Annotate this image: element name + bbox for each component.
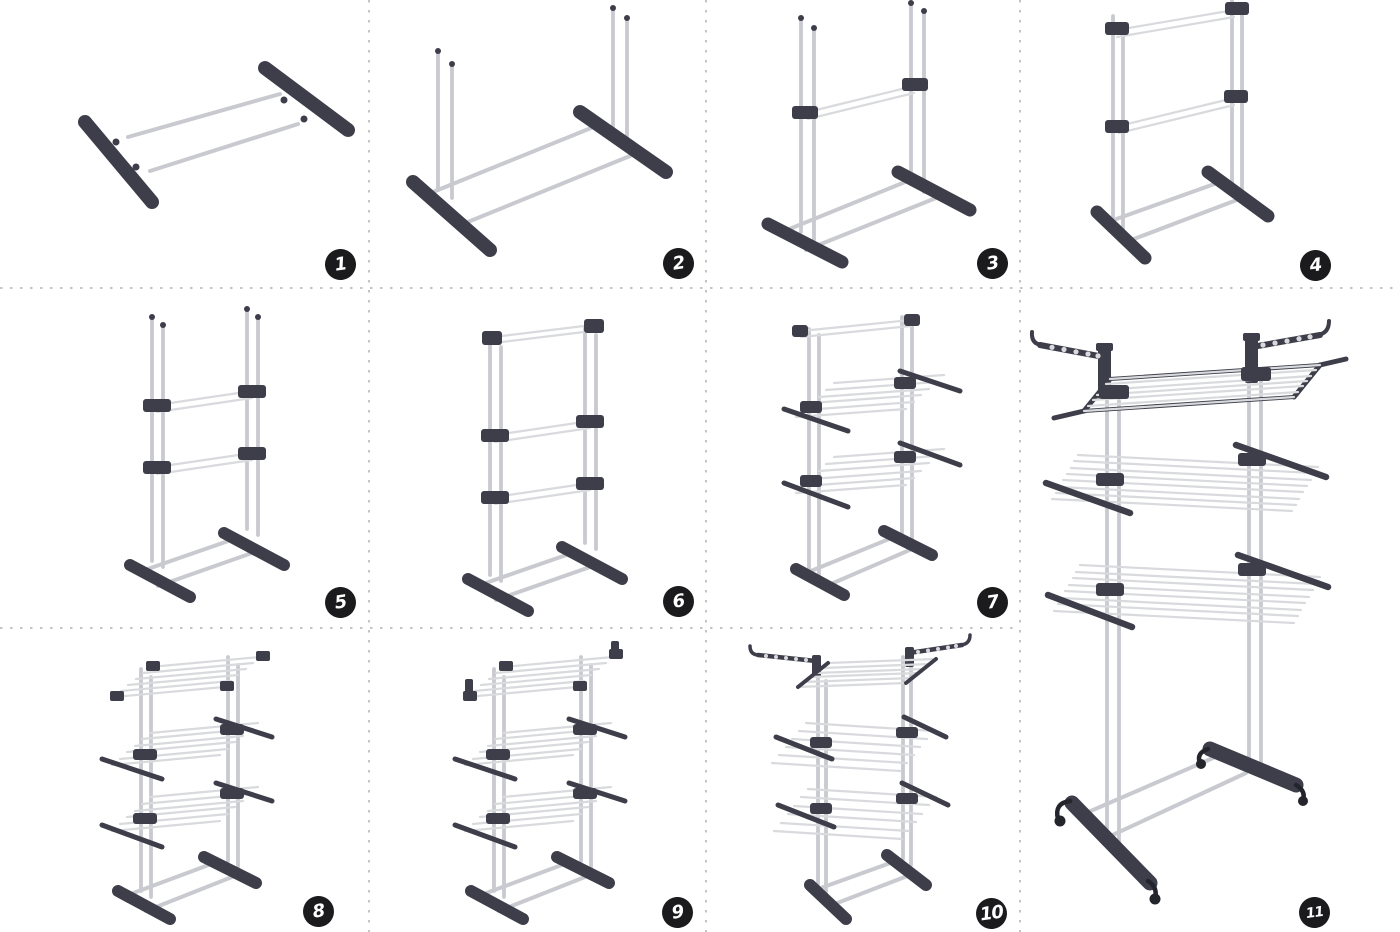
base-crossbars (126, 92, 300, 173)
foot (761, 217, 849, 269)
caster-wheel (1196, 746, 1211, 769)
shelf-rods (99, 780, 275, 850)
step-cell-10: 10 (706, 627, 1020, 932)
base-crossbars (780, 178, 938, 252)
step-cell-8: 8 (0, 627, 368, 932)
foot (556, 541, 628, 585)
mid-connector (1105, 90, 1248, 135)
poles (149, 306, 261, 569)
poles (488, 325, 598, 583)
step-1-illustration (78, 61, 355, 209)
foot (1202, 741, 1304, 793)
step-11-illustration (1029, 319, 1349, 905)
step-9-illustration (452, 641, 628, 925)
shelf-rods (110, 651, 270, 701)
foot (124, 559, 196, 603)
clamp-level (481, 477, 604, 506)
top-rail (482, 319, 604, 345)
foot (790, 563, 850, 601)
base-crossbars (804, 535, 914, 589)
foot (1064, 795, 1158, 891)
foot (573, 105, 673, 179)
step-cell-11: 11 (1020, 287, 1400, 932)
step-cell-1: 1 (0, 0, 368, 287)
step-cell-7: 7 (706, 287, 1020, 627)
foot (78, 115, 159, 209)
foot (462, 573, 534, 617)
step-8-illustration (99, 651, 275, 925)
shelf-rods (463, 641, 623, 701)
step-cell-3: 3 (706, 0, 1020, 287)
shelf-rods (452, 716, 628, 782)
caster-wheel (1054, 798, 1073, 827)
base-crossbars (140, 537, 254, 588)
foot (878, 525, 938, 561)
caster-wheel (1293, 782, 1308, 806)
base-crossbars (126, 861, 234, 913)
step-cell-2: 2 (368, 0, 706, 287)
grid-line-horizontal-1 (0, 287, 1400, 289)
foot (406, 175, 497, 257)
clamp-level (143, 447, 266, 476)
base-crossbars (479, 861, 587, 913)
step-cell-6: 6 (368, 287, 706, 627)
hanger-hook-arm (748, 644, 821, 677)
shelf-rods (781, 440, 963, 510)
poles (435, 5, 630, 200)
foot (891, 165, 977, 217)
base-crossbars (816, 859, 912, 907)
step-cell-5: 5 (0, 287, 368, 627)
step-2-illustration (406, 5, 673, 257)
top-crossbar (792, 314, 920, 339)
grid-line-vertical-1 (368, 0, 370, 932)
foot (218, 527, 290, 571)
step-cell-9: 9 (368, 627, 706, 932)
grid-line-vertical-3 (1019, 0, 1021, 932)
base-crossbars (1084, 753, 1248, 841)
base-crossbars (478, 551, 592, 602)
step-cell-4: 4 (1020, 0, 1400, 287)
shelf-rods (452, 780, 628, 850)
shelf-rods (99, 716, 275, 782)
grid-line-horizontal-2 (0, 627, 1020, 629)
foot (881, 849, 932, 891)
hanger-hook-arm (905, 633, 972, 667)
step-7-illustration (781, 314, 963, 601)
poles (807, 315, 914, 579)
foot (804, 879, 852, 925)
step-3-illustration (761, 0, 977, 269)
poles (816, 655, 913, 899)
shelf-rods (1044, 551, 1332, 631)
poles (798, 0, 927, 242)
step-4-illustration (1090, 0, 1275, 265)
foot (258, 61, 355, 137)
shelf-rods (770, 714, 949, 773)
clamp-level (481, 415, 604, 444)
foot (1201, 165, 1275, 223)
base-crossbars (1106, 180, 1244, 244)
grid-line-vertical-2 (705, 0, 707, 932)
step-5-illustration (124, 306, 290, 603)
foot (465, 885, 529, 925)
top-crossbar (1105, 2, 1249, 39)
mid-connector (792, 78, 928, 121)
caster-wheel (1145, 878, 1161, 905)
shelf-rods (1042, 441, 1330, 517)
shelf-rods (781, 368, 963, 434)
hanger-hook-arm (1029, 330, 1113, 399)
foot (1090, 205, 1152, 265)
shelf-rods (796, 657, 938, 689)
shelf-rods (1051, 356, 1349, 421)
base-crossbars (426, 124, 632, 228)
foot (551, 851, 615, 889)
step-10-illustration (748, 633, 972, 925)
clamp-level (143, 385, 266, 414)
step-6-illustration (462, 319, 628, 617)
foot (112, 885, 176, 925)
foot (198, 851, 262, 889)
shelf-rods (772, 780, 951, 841)
